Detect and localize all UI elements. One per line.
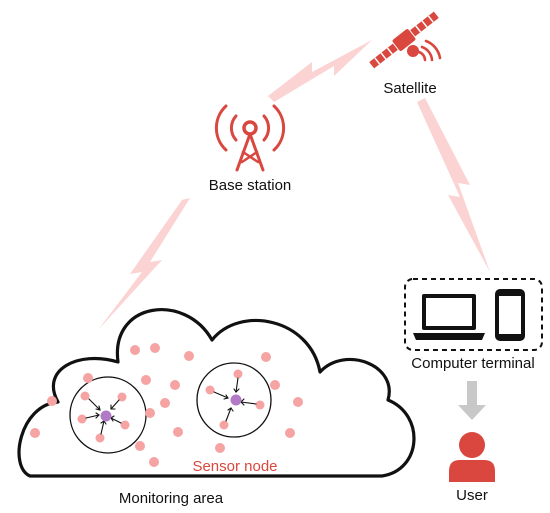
sensor-node: [30, 428, 40, 438]
sensor-node: [149, 457, 159, 467]
sensor-node: [184, 351, 194, 361]
sensor-node: [205, 385, 215, 395]
signal-bolt-base-satellite: [268, 40, 372, 102]
sensor-node: [80, 391, 90, 401]
sensor-node-label: Sensor node: [192, 458, 277, 475]
cluster-head-node: [100, 410, 112, 422]
laptop-icon: [413, 294, 485, 340]
sensor-node: [215, 443, 225, 453]
sensor-node: [293, 397, 303, 407]
sensor-nodes: [30, 343, 303, 467]
sensor-node: [47, 396, 57, 406]
satellite-label: Satellite: [383, 80, 436, 97]
monitoring-area-label: Monitoring area: [119, 490, 224, 507]
signal-links: [98, 40, 490, 330]
sensor-node: [160, 398, 170, 408]
sensor-node: [150, 343, 160, 353]
sensor-node: [285, 428, 295, 438]
sensor-node: [173, 427, 183, 437]
sensor-node: [135, 441, 145, 451]
signal-bolt-cloud-base: [98, 198, 190, 330]
sensor-node: [95, 433, 105, 443]
sensor-node: [145, 408, 155, 418]
smartphone-icon: [495, 289, 525, 341]
radio-tower-icon: [214, 104, 286, 172]
sensor-node: [77, 414, 87, 424]
base-station-label: Base station: [209, 177, 292, 194]
sensor-node: [117, 392, 127, 402]
user-label: User: [456, 487, 488, 504]
satellite-icon: [369, 11, 442, 69]
sensor-node: [130, 345, 140, 355]
user-icon: [449, 432, 495, 482]
sensor-node: [170, 380, 180, 390]
cluster-head-node: [230, 394, 242, 406]
sensor-node: [261, 352, 271, 362]
sensor-node: [120, 420, 130, 430]
sensor-node: [233, 369, 243, 379]
down-arrow-icon: [458, 381, 486, 420]
cluster-boundary-right: [196, 362, 272, 438]
signal-bolt-satellite-terminal: [417, 98, 490, 272]
computer-terminal-label: Computer terminal: [411, 355, 534, 372]
sensor-node: [255, 400, 265, 410]
sensor-node: [83, 373, 93, 383]
sensor-node: [219, 420, 229, 430]
terminal-box: [404, 278, 543, 351]
sensor-node: [270, 380, 280, 390]
sensor-node: [141, 375, 151, 385]
